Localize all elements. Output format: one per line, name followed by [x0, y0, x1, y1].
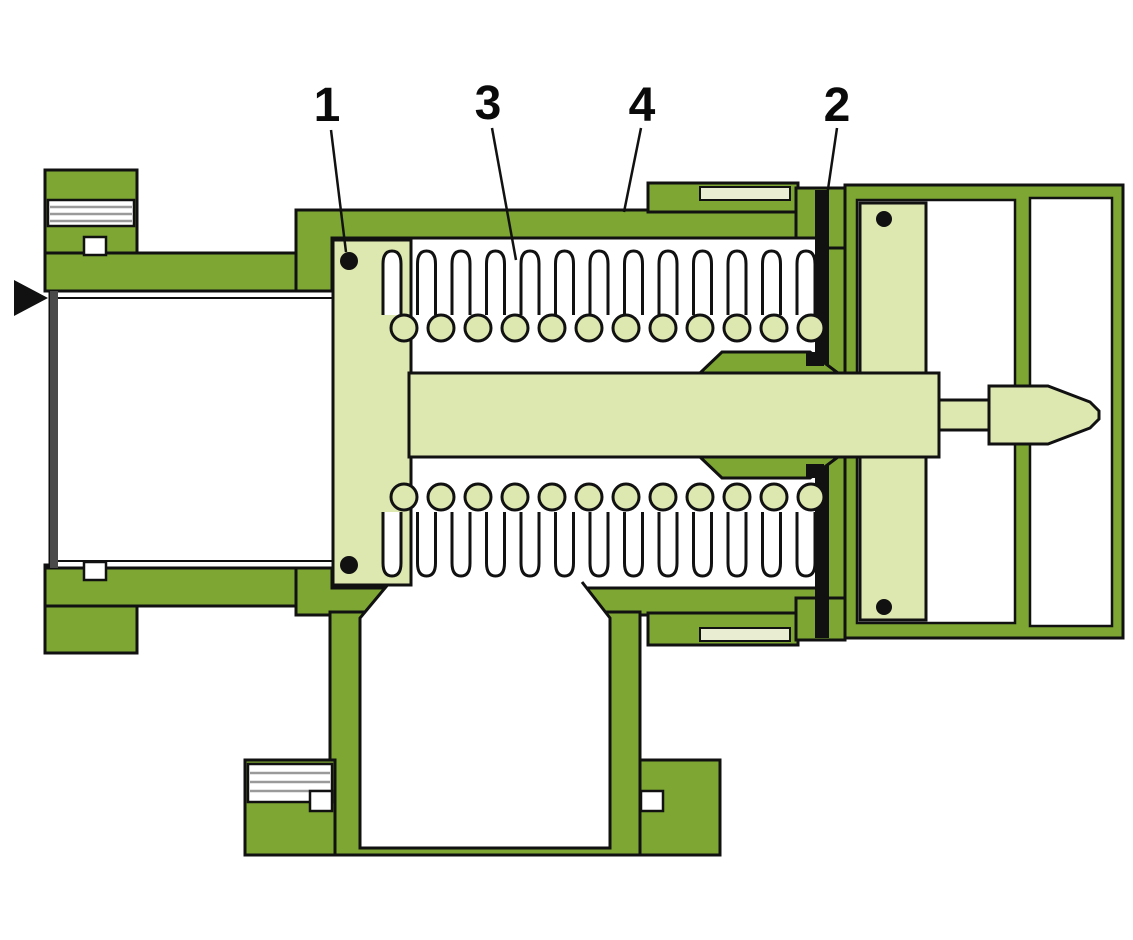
- push-rod-tip: [987, 384, 1101, 446]
- clip-foot-left: [308, 789, 334, 813]
- callout-label-3: 3: [475, 77, 502, 130]
- clip-bottom: [82, 560, 108, 582]
- cavities: [48, 196, 1114, 850]
- push-rod-assembly: [407, 350, 1101, 480]
- plate-seal-bottom: [876, 599, 892, 615]
- inlet-arrow-icon: [14, 280, 48, 316]
- retainer-seal-top: [806, 352, 824, 366]
- callout-label-2: 2: [824, 79, 851, 132]
- plate-seal-top: [876, 211, 892, 227]
- callout-label-4: 4: [629, 79, 656, 132]
- callouts: 1 3 4 2: [314, 77, 851, 261]
- clip-top: [82, 235, 108, 257]
- callout-leader-1: [329, 129, 348, 253]
- inlet-bore: [48, 289, 335, 570]
- central-shaft: [407, 371, 941, 459]
- top-boss-strip: [699, 186, 791, 201]
- bottom-boss-strip: [699, 627, 791, 642]
- bore-mouth-shadow: [50, 291, 58, 568]
- bottom-cavity-funnel: [358, 581, 612, 850]
- inlet-upper-arm: [43, 251, 337, 293]
- push-rod-neck: [937, 398, 991, 432]
- callout-label-1: 1: [314, 79, 341, 132]
- clip-foot-right: [639, 789, 665, 813]
- threaded-bands: [46, 186, 791, 804]
- retaining-clips: [82, 235, 665, 813]
- callout-leader-4: [622, 127, 643, 213]
- retainer-seal-bottom: [806, 464, 824, 478]
- callout-leader-3: [490, 127, 518, 261]
- piston-seal-top: [340, 252, 358, 270]
- piston-seal-bottom: [340, 556, 358, 574]
- callout-leader-2: [825, 127, 839, 197]
